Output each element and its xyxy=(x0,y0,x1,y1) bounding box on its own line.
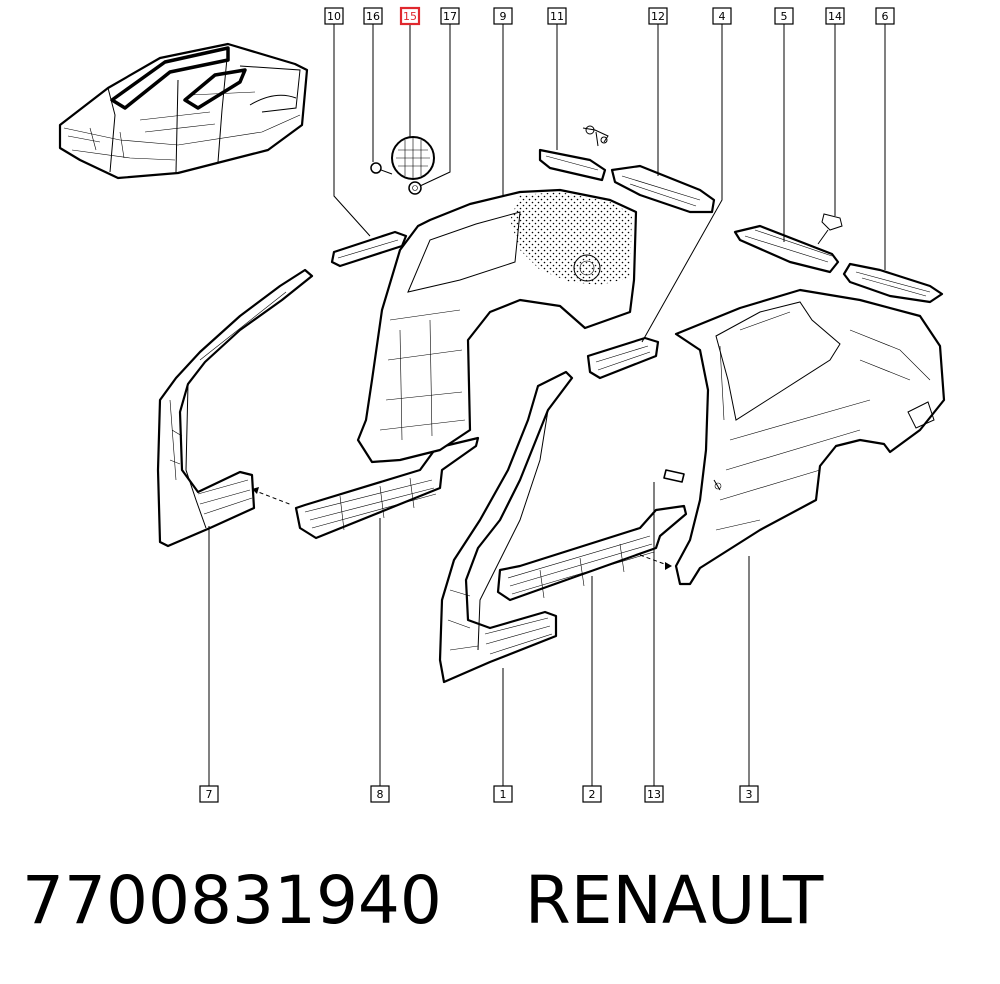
part-10-strip xyxy=(330,230,408,268)
part-12-reinforcement xyxy=(610,164,716,214)
callout-8[interactable]: 8 xyxy=(370,785,390,803)
part-11-bracket xyxy=(538,125,609,182)
callout-4[interactable]: 4 xyxy=(712,7,732,25)
callout-13[interactable]: 13 xyxy=(644,785,664,803)
part-16-bolt xyxy=(370,162,393,175)
callout-14[interactable]: 14 xyxy=(825,7,845,25)
footer-caption: 7700831940 RENAULT xyxy=(22,862,823,942)
part-9-rear-quarter-inner xyxy=(356,188,638,464)
svg-text:5: 5 xyxy=(781,10,788,23)
part-5-brace xyxy=(733,224,840,274)
part-3-outer-body-side xyxy=(674,288,946,586)
callout-3[interactable]: 3 xyxy=(739,785,759,803)
callout-7[interactable]: 7 xyxy=(199,785,219,803)
callout-5[interactable]: 5 xyxy=(774,7,794,25)
part-14-clip xyxy=(817,213,843,245)
callout-15-highlighted[interactable]: 15 xyxy=(399,6,421,26)
callout-16[interactable]: 16 xyxy=(363,7,383,25)
part-2-outer-sill xyxy=(496,504,688,602)
part-number: 7700831940 xyxy=(22,862,442,939)
part-17-nut xyxy=(408,181,422,195)
svg-text:6: 6 xyxy=(882,10,889,23)
part-8-inner-sill xyxy=(294,436,480,540)
svg-text:14: 14 xyxy=(828,10,842,23)
svg-text:8: 8 xyxy=(377,788,384,801)
svg-text:4: 4 xyxy=(719,10,726,23)
part-4-plate xyxy=(586,336,660,380)
part-7-front-pillar xyxy=(156,268,314,548)
callout-11[interactable]: 11 xyxy=(547,7,567,25)
callout-2[interactable]: 2 xyxy=(582,785,602,803)
callout-9[interactable]: 9 xyxy=(493,7,513,25)
car-body-thumbnail xyxy=(58,42,309,180)
part-15-fuel-cap xyxy=(391,136,435,180)
svg-text:17: 17 xyxy=(443,10,457,23)
part-6-rear-corner xyxy=(842,262,944,304)
svg-text:3: 3 xyxy=(746,788,753,801)
part-1-inner-pillar xyxy=(438,370,574,684)
svg-text:10: 10 xyxy=(327,10,341,23)
callout-6[interactable]: 6 xyxy=(875,7,895,25)
leader-lines xyxy=(208,24,886,786)
parts-diagram: 10 16 15 17 9 11 12 4 5 14 6 7 xyxy=(58,6,946,803)
svg-text:15: 15 xyxy=(403,10,417,23)
callout-10[interactable]: 10 xyxy=(324,7,344,25)
part-13-clip xyxy=(663,469,685,483)
svg-text:2: 2 xyxy=(589,788,596,801)
brand-name: RENAULT xyxy=(524,862,824,939)
svg-text:16: 16 xyxy=(366,10,380,23)
svg-text:12: 12 xyxy=(651,10,665,23)
callout-1[interactable]: 1 xyxy=(493,785,513,803)
callout-17[interactable]: 17 xyxy=(440,7,460,25)
svg-text:11: 11 xyxy=(550,10,564,23)
svg-text:1: 1 xyxy=(500,788,507,801)
callout-12[interactable]: 12 xyxy=(648,7,668,25)
svg-text:7: 7 xyxy=(206,788,213,801)
svg-text:13: 13 xyxy=(647,788,661,801)
svg-text:9: 9 xyxy=(500,10,507,23)
